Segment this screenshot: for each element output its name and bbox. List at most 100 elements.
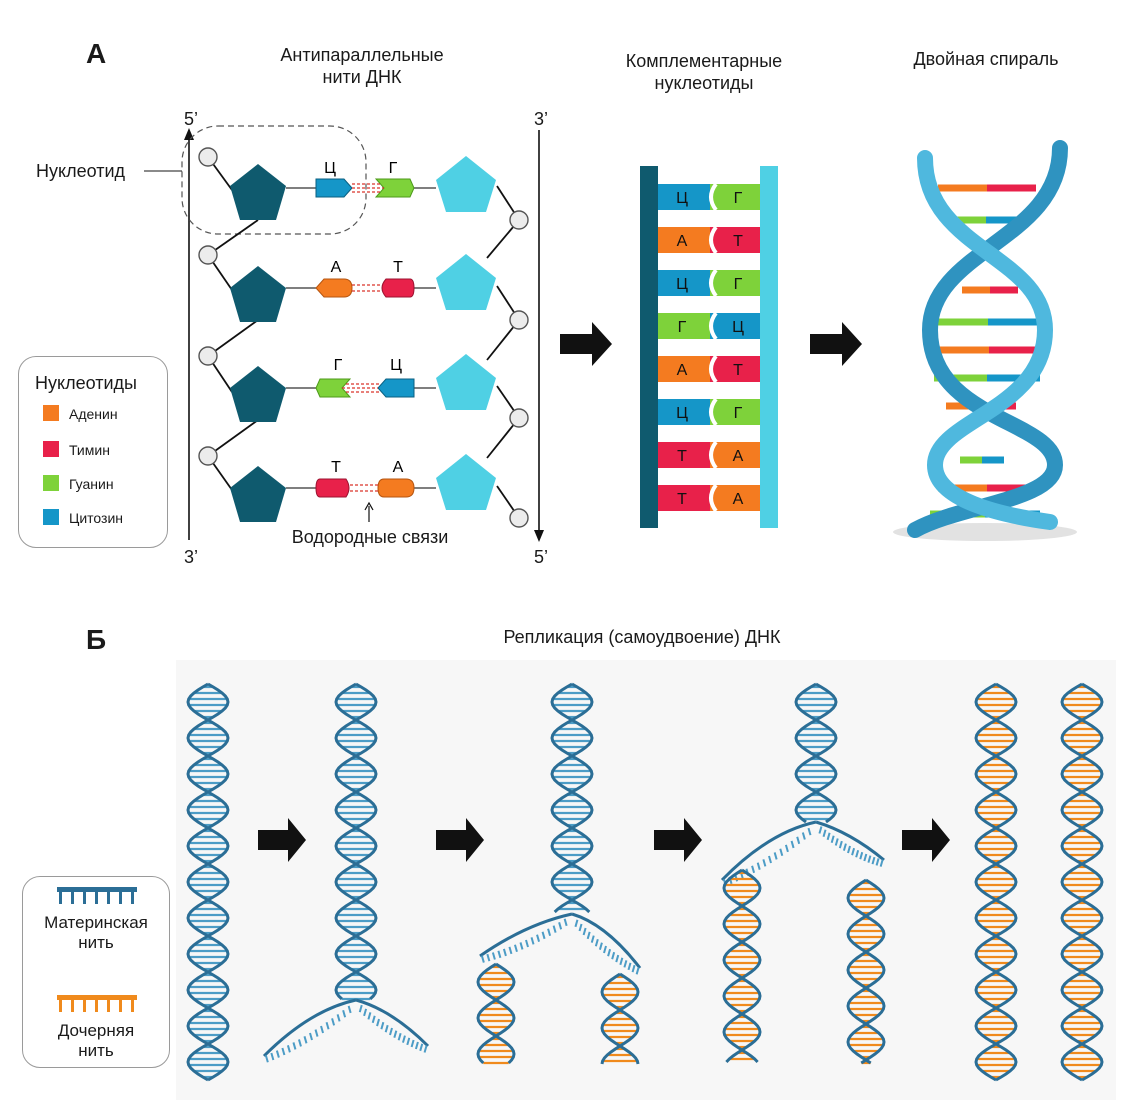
ladder-left-base <box>658 442 710 468</box>
fork-tooth <box>547 928 552 937</box>
ladder-left-letter: Г <box>678 319 687 336</box>
fork-tooth <box>875 858 880 866</box>
fork-tooth <box>358 1004 363 1013</box>
phosphate-circle <box>509 210 529 230</box>
panel-a-letter: А <box>86 38 107 69</box>
fork-strand <box>355 998 430 1048</box>
ladder-left-base <box>658 356 710 382</box>
fork-tooth <box>586 931 591 940</box>
fork-tooth <box>807 827 812 836</box>
fork-tooth <box>623 960 628 968</box>
antiparallel-title-line2: нити ДНК <box>322 67 402 87</box>
fork-tooth <box>574 919 579 928</box>
stage3-helix <box>550 682 594 914</box>
fork-tooth <box>784 844 789 853</box>
thymine-base <box>381 278 415 298</box>
fork-strand <box>479 912 573 958</box>
helix-strand <box>722 868 762 1064</box>
fork-tooth <box>563 918 568 927</box>
replication-background <box>176 660 1116 1100</box>
arrow-right-icon <box>560 322 612 366</box>
light-sugar-pentagon <box>436 156 496 212</box>
fork-tooth <box>635 967 640 975</box>
fork-tooth <box>371 1015 376 1024</box>
fork-tooth <box>867 855 872 863</box>
fork-tooth <box>314 1029 319 1037</box>
pair2-right-letter: Т <box>393 259 403 276</box>
fork-tooth <box>342 1009 347 1018</box>
fork-tooth <box>590 935 595 943</box>
base-pair-4: Т А <box>315 459 415 498</box>
ladder-base-joint <box>709 182 718 212</box>
complementary-title-line2: нуклеотиды <box>654 73 754 93</box>
replication-diagram <box>176 660 1116 1100</box>
helix-strand-front <box>917 150 1058 530</box>
base-pair-1: Ц Г <box>315 160 415 198</box>
fork-tooth <box>611 951 616 960</box>
double-helix-title: Двойная спираль <box>913 49 1059 69</box>
helix-strand <box>476 962 516 1065</box>
left-strand-arrowhead <box>184 128 194 140</box>
fork-tooth <box>303 1036 308 1044</box>
cytosine-base <box>315 178 353 198</box>
stage4-left-daughter <box>722 868 762 1064</box>
ladder-right-base <box>710 356 760 382</box>
fork-tooth <box>762 859 767 867</box>
base-pair-3: Г Ц <box>315 357 415 398</box>
ladder-right-base <box>710 442 760 468</box>
fork-tooth <box>594 938 599 947</box>
fork-tooth <box>486 953 491 962</box>
dark-sugar-pentagon <box>230 366 286 422</box>
ladder-left-letter: А <box>677 362 688 379</box>
pair3-left-letter: Г <box>334 357 343 374</box>
daughter-strand-label: Дочерняя нить <box>23 1021 169 1061</box>
ladder-base-joint <box>709 483 718 513</box>
stage2-helix <box>334 682 378 1001</box>
fork-tooth <box>414 1041 419 1050</box>
legend-cytosine: Цитозин <box>69 510 124 526</box>
fork-tooth <box>627 962 632 971</box>
fork-tooth <box>367 1012 372 1020</box>
fork-tooth <box>773 852 778 860</box>
ladder-base-joint <box>709 354 718 384</box>
helix-rungs <box>930 184 1048 518</box>
helix-strand <box>186 682 230 1082</box>
fork-tooth <box>325 1021 330 1030</box>
fork-tooth <box>297 1039 302 1047</box>
fork-tooth <box>331 1018 336 1026</box>
stage2-fork <box>262 998 430 1063</box>
fork-tooth <box>401 1035 406 1043</box>
fork-tooth <box>309 1032 313 1041</box>
stage4-right-daughter <box>846 878 886 1065</box>
maternal-strand-label: Материнская нить <box>23 913 169 953</box>
nucleotide-dashed-box <box>181 125 367 235</box>
fork-tooth <box>497 950 502 959</box>
fork-tooth <box>859 851 864 860</box>
arrow-right-icon <box>258 818 306 862</box>
fork-tooth <box>389 1027 393 1036</box>
fork-tooth <box>790 840 795 849</box>
adenine-swatch <box>43 405 59 421</box>
ladder-right-base <box>710 399 760 425</box>
fork-tooth <box>826 832 831 841</box>
fork-tooth <box>286 1045 291 1053</box>
helix-strand <box>846 878 886 1065</box>
ladder-left-base <box>658 399 710 425</box>
fork-strand <box>815 820 885 862</box>
guanine-swatch <box>43 475 59 491</box>
fork-tooth <box>863 853 868 862</box>
thymine-swatch <box>43 441 59 457</box>
ladder-base-joint <box>709 225 718 255</box>
replication-title: Репликация (самоудвоение) ДНК <box>503 627 781 647</box>
hydrogen-bond-lines <box>350 484 378 492</box>
arrow-right-icon <box>654 818 702 862</box>
fork-tooth <box>842 843 847 851</box>
fork-tooth <box>558 922 563 930</box>
fork-tooth <box>796 836 801 845</box>
double-helix-illustration <box>893 140 1077 541</box>
fork-tooth <box>822 829 827 838</box>
hydrogen-bonds-label: Водородные связи <box>291 527 449 547</box>
fork-tooth <box>270 1052 275 1061</box>
right-strand-arrowhead <box>534 530 544 542</box>
fork-tooth <box>264 1054 269 1063</box>
